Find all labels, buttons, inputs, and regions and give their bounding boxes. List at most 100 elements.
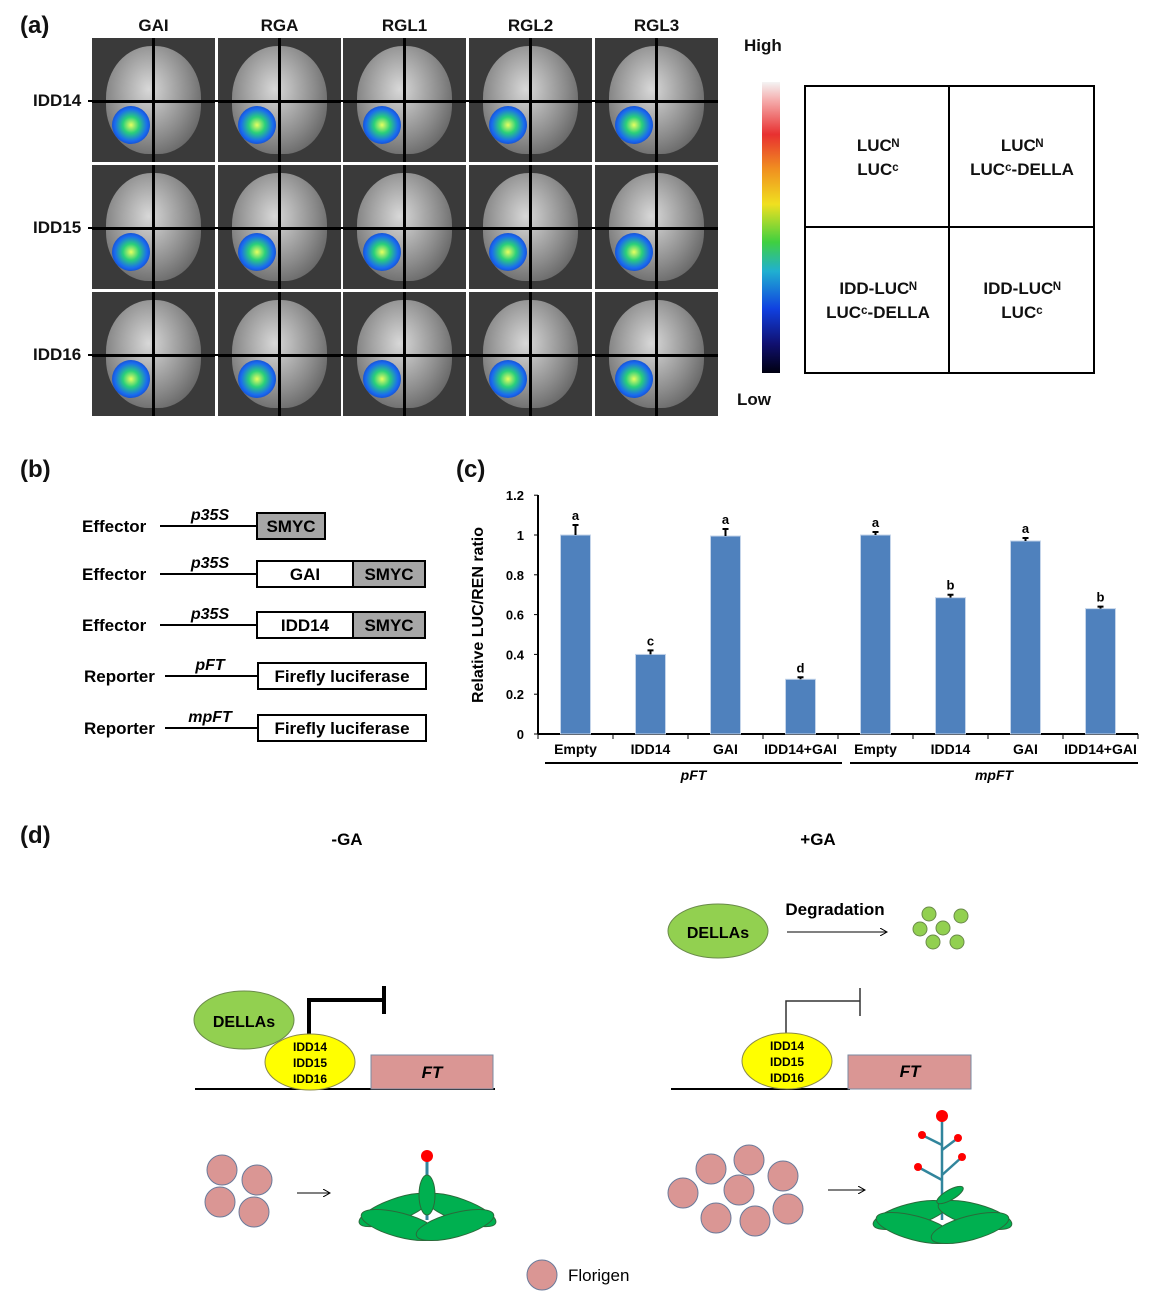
idd-label: IDD15 — [293, 1056, 327, 1070]
error-bar — [947, 593, 954, 598]
error-bar — [797, 676, 804, 680]
dellas-label: DELLAs — [213, 1014, 275, 1031]
promoter-label: pFT — [194, 657, 226, 674]
ft-label: FT — [900, 1062, 922, 1081]
x-tick-label: IDD14+GAI — [1064, 741, 1137, 757]
construct-box-label: SMYC — [364, 565, 413, 584]
construct-role: Effector — [82, 565, 147, 584]
construct-box — [256, 560, 354, 588]
promoter-label: p35S — [190, 606, 230, 623]
dellas-ellipse — [193, 990, 295, 1050]
florigen-cluster — [204, 1154, 273, 1228]
bar — [935, 597, 966, 735]
ft-label: FT — [422, 1063, 444, 1082]
plus-ga-label: +GA — [800, 830, 835, 849]
x-tick-label: GAI — [1013, 741, 1038, 757]
group-label: pFT — [680, 767, 708, 783]
idd-label: IDD14 — [770, 1039, 804, 1053]
ft-gene-box — [370, 1054, 494, 1090]
panel-a-label: (a) — [20, 12, 50, 39]
color-scale-bar — [762, 82, 780, 373]
construct-box — [352, 560, 426, 588]
x-tick-label: Empty — [554, 741, 597, 757]
luminescence-spot — [363, 360, 401, 398]
luminescence-spot — [615, 106, 653, 144]
error-bar — [872, 531, 879, 535]
florigen-legend-label: Florigen — [568, 1266, 629, 1285]
column-label: RGA — [260, 16, 299, 35]
bar — [785, 678, 816, 735]
luminescence-spot — [489, 360, 527, 398]
column-label: GAI — [138, 16, 169, 35]
row-label: IDD16 — [33, 345, 82, 364]
florigen-legend-icon — [526, 1259, 558, 1291]
y-axis-label: Relative LUC/REN ratio — [470, 527, 487, 703]
promoter-label: p35S — [190, 507, 230, 524]
error-bar — [722, 528, 729, 536]
idd-ellipse — [264, 1033, 356, 1091]
bar — [1010, 540, 1041, 735]
y-tick-label: 0.2 — [506, 687, 524, 702]
significance-letter: c — [647, 633, 654, 648]
idd-label: IDD14 — [293, 1040, 327, 1054]
construct-box-label: IDD14 — [281, 616, 330, 635]
model-diagram: -GA +GA DELLAs IDD14 IDD15 IDD16 FT — [193, 830, 1013, 1291]
promoter-label: p35S — [190, 555, 230, 572]
panel-c-label: (c) — [456, 456, 486, 483]
y-tick-label: 0.4 — [506, 647, 525, 662]
significance-letter: a — [572, 508, 580, 523]
idd-label: IDD16 — [293, 1072, 327, 1086]
significance-letter: b — [1097, 590, 1105, 605]
construct-box — [352, 611, 426, 639]
error-bar — [647, 649, 654, 655]
scale-low-label: Low — [737, 390, 771, 409]
luminescence-spot — [363, 233, 401, 271]
construct-box — [257, 662, 427, 690]
idd-ellipse — [741, 1032, 833, 1090]
plus-ga-pathway: DELLAs Degradation IDD14 IDD15 IDD16 FT — [667, 900, 1013, 1245]
idd-label: IDD16 — [770, 1071, 804, 1085]
error-bar — [1022, 536, 1029, 541]
bar — [1085, 608, 1116, 735]
significance-letter: a — [722, 512, 730, 527]
bar — [710, 535, 741, 735]
y-tick-label: 0.8 — [506, 568, 524, 583]
panel-b-label: (b) — [20, 456, 51, 483]
significance-letter: a — [872, 515, 880, 530]
column-label: RGL1 — [381, 16, 428, 35]
degradation-label: Degradation — [785, 900, 884, 919]
construct-box-label: Firefly luciferase — [274, 719, 409, 738]
bar — [635, 653, 666, 735]
minus-ga-label: -GA — [331, 830, 362, 849]
luminescence-spot — [363, 106, 401, 144]
luminescence-spot — [238, 106, 276, 144]
promoter-label: mpFT — [188, 709, 233, 726]
bar — [560, 534, 591, 735]
row-label: IDD14 — [33, 91, 82, 110]
luminescence-spot — [489, 233, 527, 271]
flowering-plant-icon — [872, 1110, 1013, 1245]
dellas-label: DELLAs — [687, 925, 749, 942]
minus-ga-pathway: DELLAs IDD14 IDD15 IDD16 FT — [193, 986, 497, 1242]
significance-letter: b — [947, 578, 955, 593]
luminescence-spot — [489, 106, 527, 144]
y-tick-label: 1 — [517, 528, 524, 543]
construct-role: Effector — [82, 616, 147, 635]
significance-letter: d — [797, 660, 805, 675]
plant-icon — [358, 1150, 497, 1242]
bar — [860, 534, 891, 735]
y-tick-label: 0 — [517, 727, 524, 742]
construct-box — [257, 714, 427, 742]
luminescence-spot — [615, 233, 653, 271]
y-tick-label: 1.2 — [506, 488, 524, 503]
